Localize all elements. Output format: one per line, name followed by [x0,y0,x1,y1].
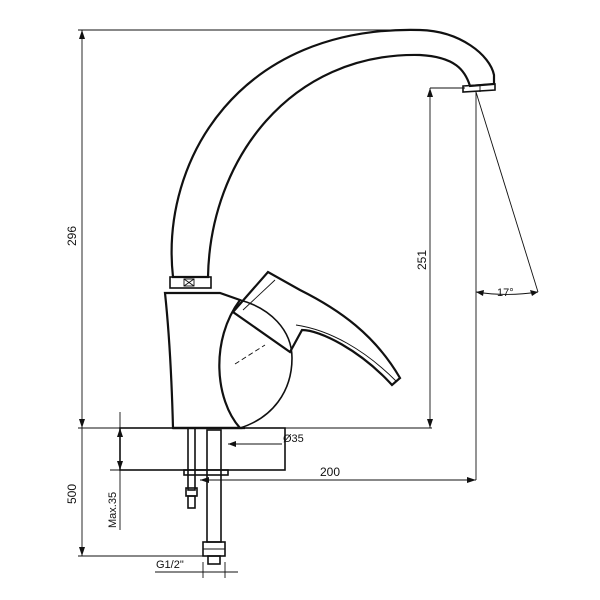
hole-diameter-label: Ø35 [283,433,304,445]
mounting-hardware [183,427,229,565]
swivel-angle-label: 17° [497,287,514,299]
lever-handle [231,270,402,387]
total-height-label: 296 [65,226,79,246]
collar [169,276,212,289]
thread-label: G1/2" [156,559,184,571]
main-body [163,291,243,430]
faucet-body [163,28,496,430]
spout-height-label: 251 [415,250,429,270]
dimension-lines [78,29,539,578]
countertop-section [119,427,286,471]
reach-label: 200 [320,465,340,479]
max-thickness-label: Max.35 [107,492,119,528]
aerator [462,83,496,93]
spout [170,28,496,279]
hose-length-label: 500 [65,484,79,504]
